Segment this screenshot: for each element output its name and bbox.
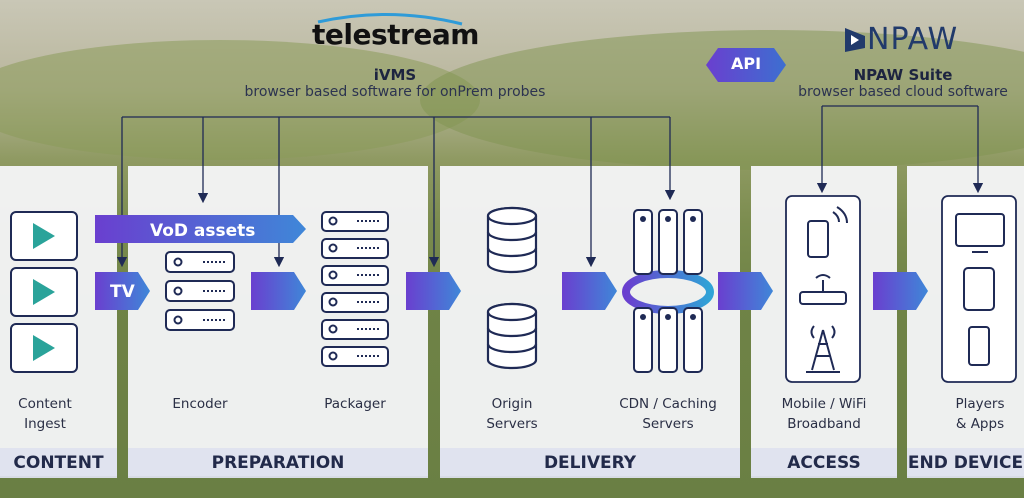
npaw-suite-desc: browser based cloud software (798, 84, 1008, 100)
api-hexagon (706, 48, 786, 82)
telestream-header: iVMS browser based software for onPrem p… (230, 66, 560, 100)
vod-assets-label: VoD assets (150, 221, 256, 241)
tablet-icon (963, 267, 995, 311)
flow-arrow (251, 272, 306, 310)
encoder-icon (165, 251, 235, 331)
section-delivery: DELIVERY (440, 448, 740, 478)
cdn-ring (622, 270, 714, 314)
caption-line: Content (18, 396, 72, 412)
caption-line: Servers (642, 416, 694, 432)
flow-arrow (562, 272, 617, 310)
origin-servers-caption: Origin Servers (462, 394, 562, 434)
api-label: API (730, 54, 762, 73)
section-preparation: PREPARATION (128, 448, 428, 478)
caption-line: Servers (486, 416, 538, 432)
tv-arrow (95, 272, 150, 310)
hill-shape (0, 40, 480, 160)
phone-wifi-icon (807, 206, 848, 258)
caption-line: & Apps (955, 416, 1005, 432)
npaw-header: NPAW Suite browser based cloud software (790, 66, 1016, 100)
flow-arrow (406, 272, 461, 310)
caption-line: Broadband (787, 416, 861, 432)
encoder-caption: Encoder (172, 396, 228, 412)
players-caption: Players & Apps (930, 394, 1024, 434)
database-icon (486, 206, 538, 370)
section-end-device: END DEVICE (907, 448, 1024, 478)
npaw-suite-title: NPAW Suite (853, 66, 953, 84)
npaw-logo-text: NPAW (867, 22, 959, 57)
ivms-desc: browser based software for onPrem probes (244, 84, 546, 100)
flow-arrow (873, 272, 928, 310)
caption-line: Mobile / WiFi (781, 396, 867, 412)
play-icon-group (10, 211, 78, 373)
router-icon (799, 274, 847, 305)
packager-icon (321, 211, 389, 367)
packager-caption: Packager (324, 396, 386, 412)
npaw-logo: NPAW (843, 22, 958, 57)
cdn-caption: CDN / Caching Servers (603, 394, 733, 434)
caption-line: CDN / Caching (619, 396, 717, 412)
npaw-play-icon (845, 27, 865, 52)
flow-arrow (718, 272, 773, 310)
tower-icon (806, 325, 840, 373)
section-access: ACCESS (751, 448, 897, 478)
mobile-caption: Mobile / WiFi Broadband (764, 394, 884, 434)
content-ingest-caption: Content Ingest (0, 394, 90, 434)
ivms-title: iVMS (373, 66, 417, 84)
api-badge: API (706, 48, 786, 82)
telestream-logo: telestream (312, 18, 479, 51)
caption-line: Players (955, 396, 1005, 412)
cdn-server-icon (633, 209, 703, 373)
end-devices-box (941, 195, 1017, 383)
smartphone-icon (968, 326, 990, 366)
caption-line: Origin (491, 396, 533, 412)
tv-screen-icon (955, 213, 1005, 253)
caption-line: Ingest (24, 416, 66, 432)
tv-label: TV (110, 282, 135, 302)
vod-arrow (95, 215, 306, 243)
section-content: CONTENT (0, 448, 117, 478)
